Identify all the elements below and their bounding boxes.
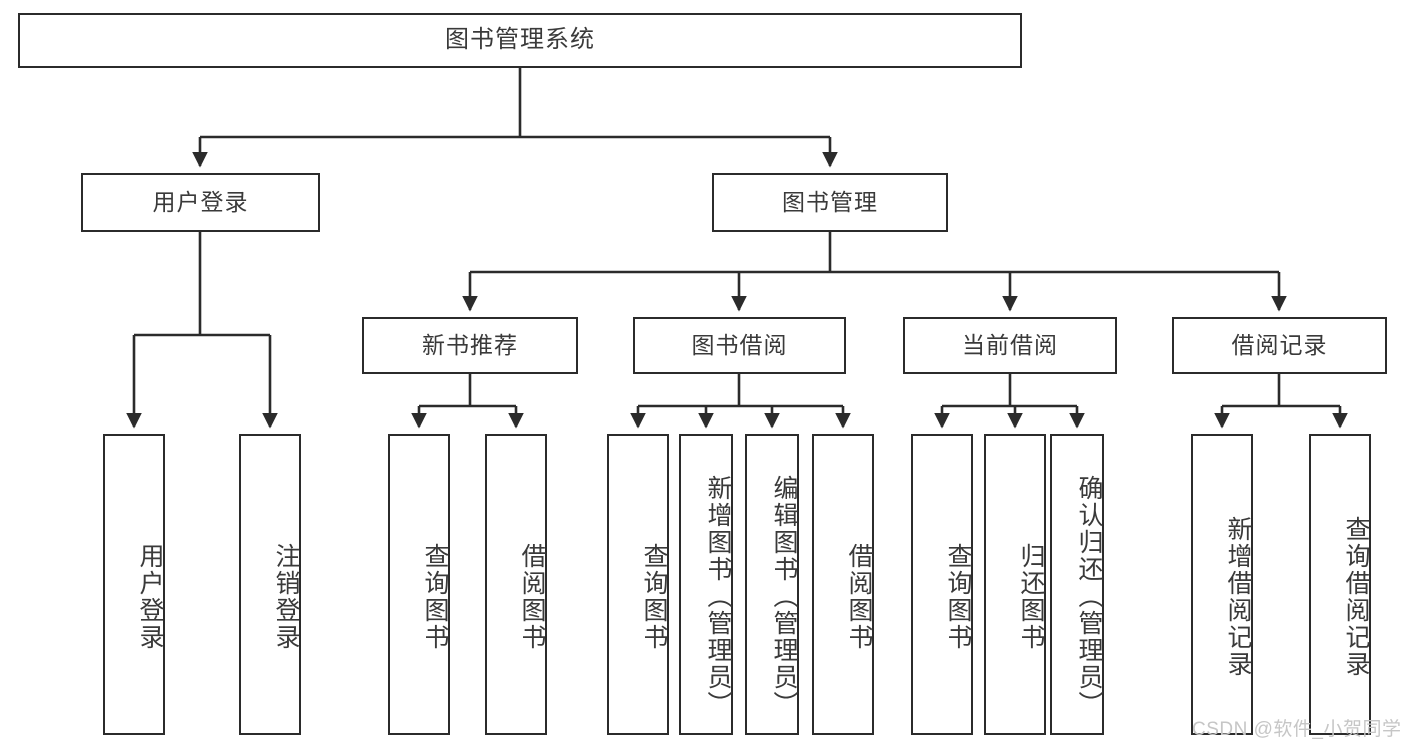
leaf-add-borrow-record[interactable]: 新增借阅记录 bbox=[1191, 434, 1253, 735]
leaf-confirm-return-admin[interactable]: 确认归还（管理员） bbox=[1050, 434, 1104, 735]
leaf-return-book[interactable]: 归还图书 bbox=[984, 434, 1046, 735]
leaf-logout[interactable]: 注销登录 bbox=[239, 434, 301, 735]
node-user-login[interactable]: 用户登录 bbox=[81, 173, 320, 232]
leaf-edit-book-admin[interactable]: 编辑图书（管理员） bbox=[745, 434, 799, 735]
node-book-borrow[interactable]: 图书借阅 bbox=[633, 317, 846, 374]
leaf-label: 用户登录 bbox=[136, 542, 164, 651]
node-book-manage[interactable]: 图书管理 bbox=[712, 173, 948, 232]
node-current-borrow[interactable]: 当前借阅 bbox=[903, 317, 1117, 374]
leaf-query-book-borrow[interactable]: 查询图书 bbox=[607, 434, 669, 735]
leaf-label: 查询图书 bbox=[944, 542, 972, 651]
node-root[interactable]: 图书管理系统 bbox=[18, 13, 1022, 68]
csdn-watermark: CSDN @软件_小贺同学 bbox=[1192, 719, 1402, 740]
leaf-add-book-admin[interactable]: 新增图书（管理员） bbox=[679, 434, 733, 735]
leaf-label: 新增图书（管理员） bbox=[704, 475, 732, 718]
leaf-label: 确认归还（管理员） bbox=[1075, 475, 1103, 718]
leaf-user-login[interactable]: 用户登录 bbox=[103, 434, 165, 735]
leaf-query-book-recommend[interactable]: 查询图书 bbox=[388, 434, 450, 735]
leaf-label: 查询图书 bbox=[421, 542, 449, 651]
leaf-label: 查询借阅记录 bbox=[1342, 515, 1370, 678]
leaf-query-book-current[interactable]: 查询图书 bbox=[911, 434, 973, 735]
leaf-borrow-book[interactable]: 借阅图书 bbox=[812, 434, 874, 735]
leaf-label: 查询图书 bbox=[640, 542, 668, 651]
leaf-label: 借阅图书 bbox=[845, 542, 873, 651]
leaf-label: 新增借阅记录 bbox=[1224, 515, 1252, 678]
node-borrow-record[interactable]: 借阅记录 bbox=[1172, 317, 1387, 374]
node-new-book-recommend[interactable]: 新书推荐 bbox=[362, 317, 578, 374]
leaf-label: 归还图书 bbox=[1017, 542, 1045, 651]
leaf-label: 编辑图书（管理员） bbox=[770, 475, 798, 718]
leaf-label: 借阅图书 bbox=[518, 542, 546, 651]
leaf-label: 注销登录 bbox=[272, 542, 300, 651]
leaf-query-borrow-record[interactable]: 查询借阅记录 bbox=[1309, 434, 1371, 735]
leaf-borrow-book-recommend[interactable]: 借阅图书 bbox=[485, 434, 547, 735]
